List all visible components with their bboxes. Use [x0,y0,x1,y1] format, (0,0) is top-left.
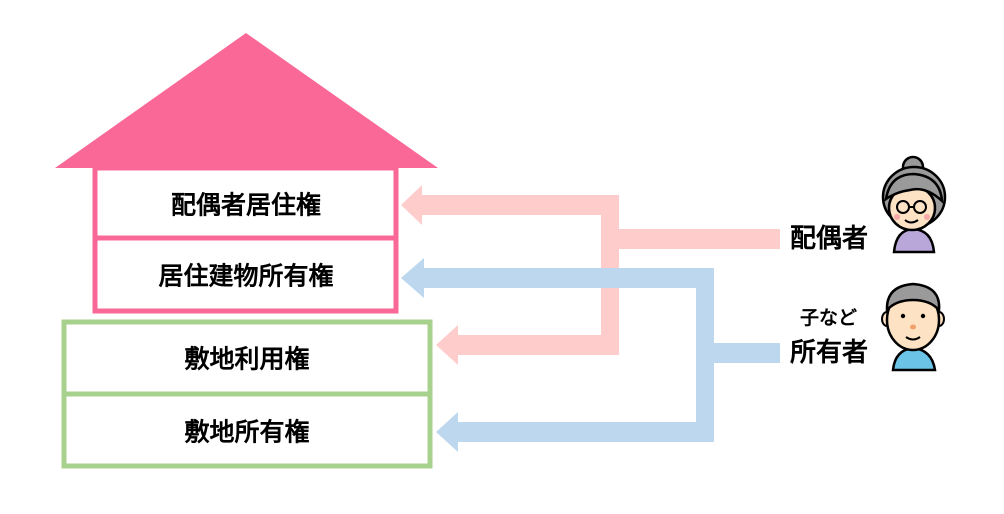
mouth [905,336,921,341]
label-building-ownership: 居住建物所有権 [158,261,334,291]
cheek-right [924,214,930,220]
house-roof [55,33,438,168]
label-site-ownership: 敷地所有権 [184,417,310,447]
label-spouse-residence-right: 配偶者居住権 [170,190,322,220]
owner-arrows [401,258,780,452]
owner-arrow-trunk [712,343,780,363]
spouse-arrow-top-head [401,185,422,225]
hair-bangs [884,172,944,205]
body [892,227,936,254]
spouse-arrow-trunk [619,229,780,249]
spouse-arrows [401,185,780,365]
spouse-arrow-bottom-head [436,325,458,365]
hair [885,282,941,314]
spouse-arrow-bottom-shaft [456,335,619,355]
elderly-woman-avatar [881,155,947,254]
spouse-arrow-top-shaft [420,195,619,215]
label-spouse: 配偶者 [790,224,869,254]
owner-arrow-top-head [401,258,424,298]
label-owner: 所有者 [790,338,869,368]
cheek-left [894,214,900,220]
eye-left [900,313,906,319]
eye-right [920,313,926,319]
elderly-man-avatar [881,282,945,372]
house-box-building-ownership [92,235,399,314]
owner-arrow-bottom-shaft [456,422,714,442]
label-owner-sub: 子など [800,307,858,329]
owner-arrow-top-shaft [422,268,714,288]
smile [904,219,919,224]
body [891,346,937,372]
nose [910,324,916,330]
owner-arrow-bottom-head [436,412,458,452]
land-box-site-ownership [61,391,433,469]
owner-arrow-vertical [696,268,714,440]
label-site-usage-right: 敷地利用権 [184,344,310,374]
